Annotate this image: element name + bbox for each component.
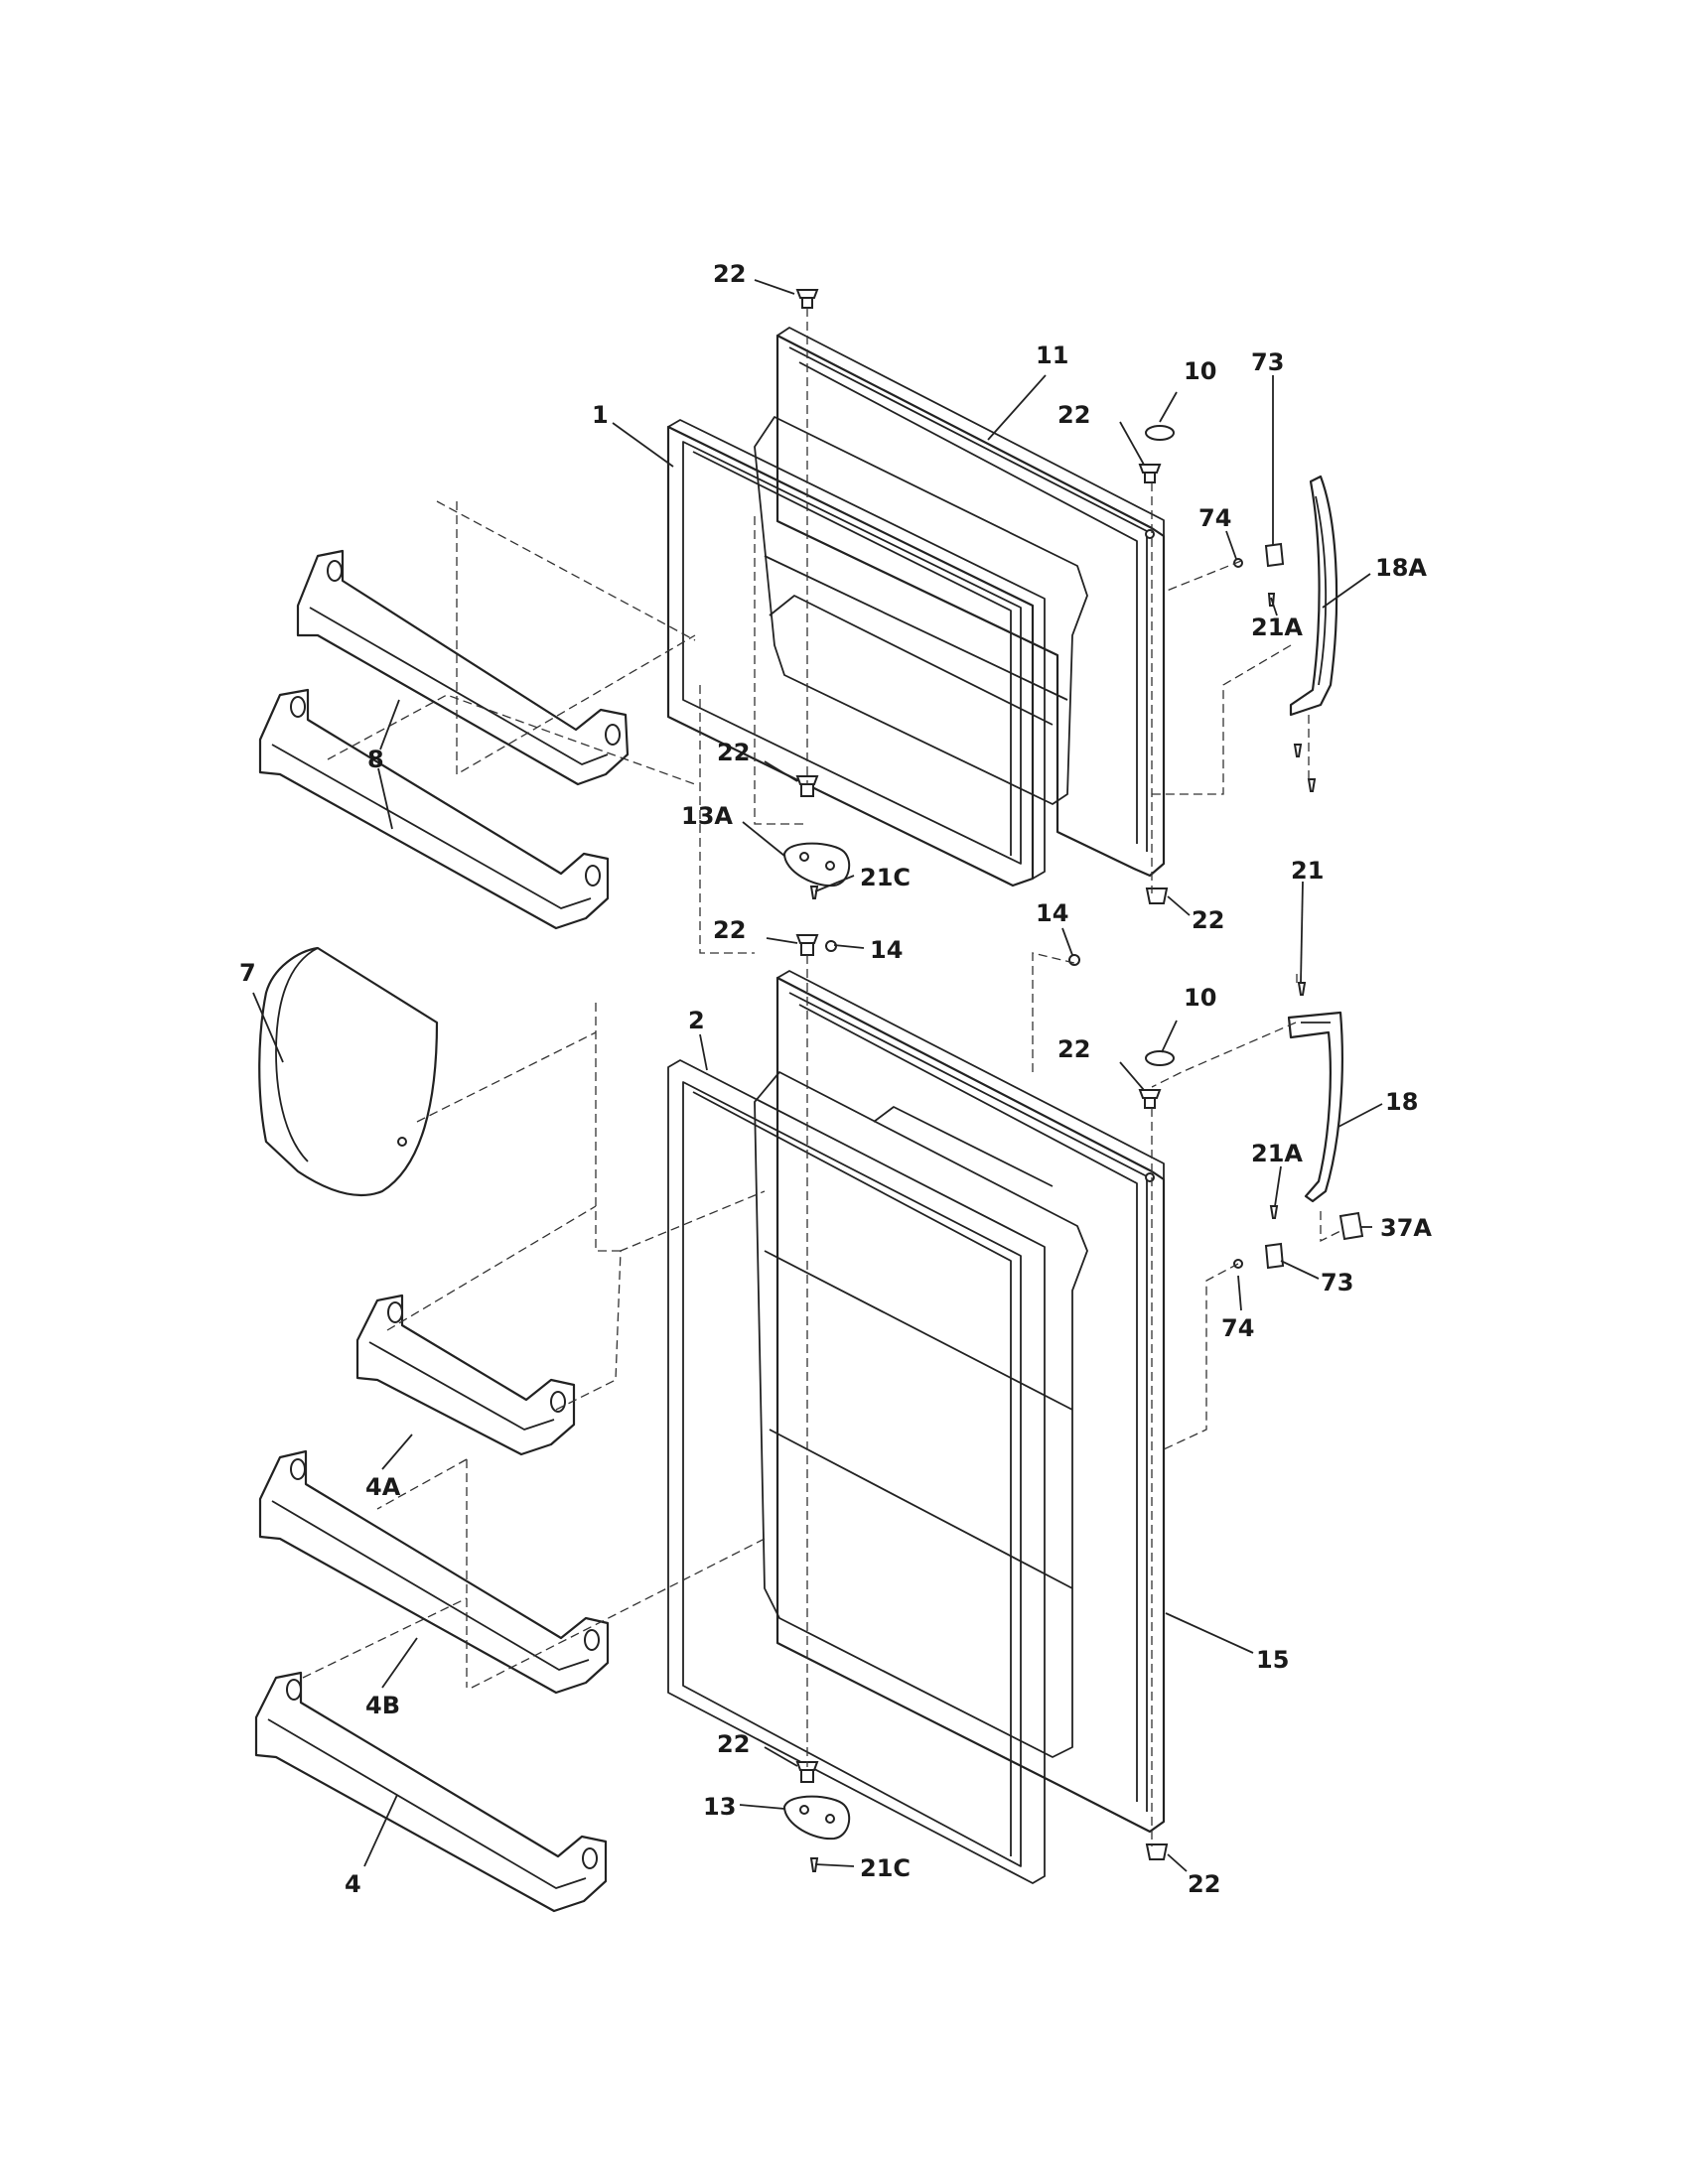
label-13: 13 [703, 1793, 736, 1821]
hinge-pin-hardware [782, 289, 1175, 1872]
label-4A: 4A [365, 1473, 401, 1501]
label-22-b: 22 [1057, 401, 1090, 429]
label-4: 4 [345, 1870, 361, 1898]
door-shelf-bar-4A [355, 1294, 576, 1456]
label-8: 8 [367, 746, 384, 773]
label-7: 7 [239, 959, 256, 987]
label-22-f: 22 [1057, 1035, 1090, 1063]
door-handle-18A [1233, 475, 1338, 792]
label-22-e: 22 [713, 916, 746, 944]
fresh-food-door-gasket [667, 1059, 1046, 1884]
label-14-b: 14 [870, 936, 903, 964]
label-21C-bot: 21C [860, 1854, 911, 1882]
label-73-top: 73 [1251, 348, 1284, 376]
label-15: 15 [1256, 1646, 1289, 1674]
label-22-d: 22 [1192, 906, 1224, 934]
label-21A-bot: 21A [1251, 1140, 1303, 1167]
alignment-lines [302, 308, 1341, 1846]
label-1: 1 [592, 401, 609, 429]
label-21: 21 [1291, 857, 1324, 885]
leader-lines [252, 279, 1383, 1872]
fresh-food-door-outer-panel [754, 970, 1166, 1834]
label-37A: 37A [1380, 1214, 1432, 1242]
freezer-door-outer-panel [754, 327, 1166, 878]
door-shelf-bar-4 [254, 1671, 608, 1913]
label-22-top: 22 [713, 260, 746, 288]
label-4B: 4B [365, 1692, 400, 1719]
label-22-c: 22 [717, 739, 750, 766]
label-74-bot: 74 [1221, 1314, 1254, 1342]
label-13A: 13A [681, 802, 733, 830]
label-21A-top: 21A [1251, 614, 1303, 641]
label-22-h: 22 [1188, 1870, 1220, 1898]
label-10-top: 10 [1184, 357, 1216, 385]
label-14-a: 14 [1036, 899, 1068, 927]
label-10-bot: 10 [1184, 984, 1216, 1012]
door-handle-18 [1233, 982, 1364, 1270]
door-shelf-bar-4B [258, 1449, 610, 1695]
label-2: 2 [688, 1007, 705, 1034]
label-74-top: 74 [1198, 504, 1231, 532]
label-22-g: 22 [717, 1730, 750, 1758]
callout-labels: 22 11 10 22 1 73 74 18A 21A 8 22 13A 21C… [239, 260, 1432, 1898]
dairy-compartment-cover [258, 946, 439, 1196]
label-18A: 18A [1375, 554, 1427, 582]
freezer-shelf-bar-upper [296, 549, 630, 786]
freezer-door-gasket [666, 419, 1046, 887]
label-73-bot: 73 [1321, 1269, 1353, 1297]
label-18: 18 [1385, 1088, 1418, 1116]
label-11: 11 [1036, 341, 1068, 369]
label-21C-top: 21C [860, 864, 911, 891]
